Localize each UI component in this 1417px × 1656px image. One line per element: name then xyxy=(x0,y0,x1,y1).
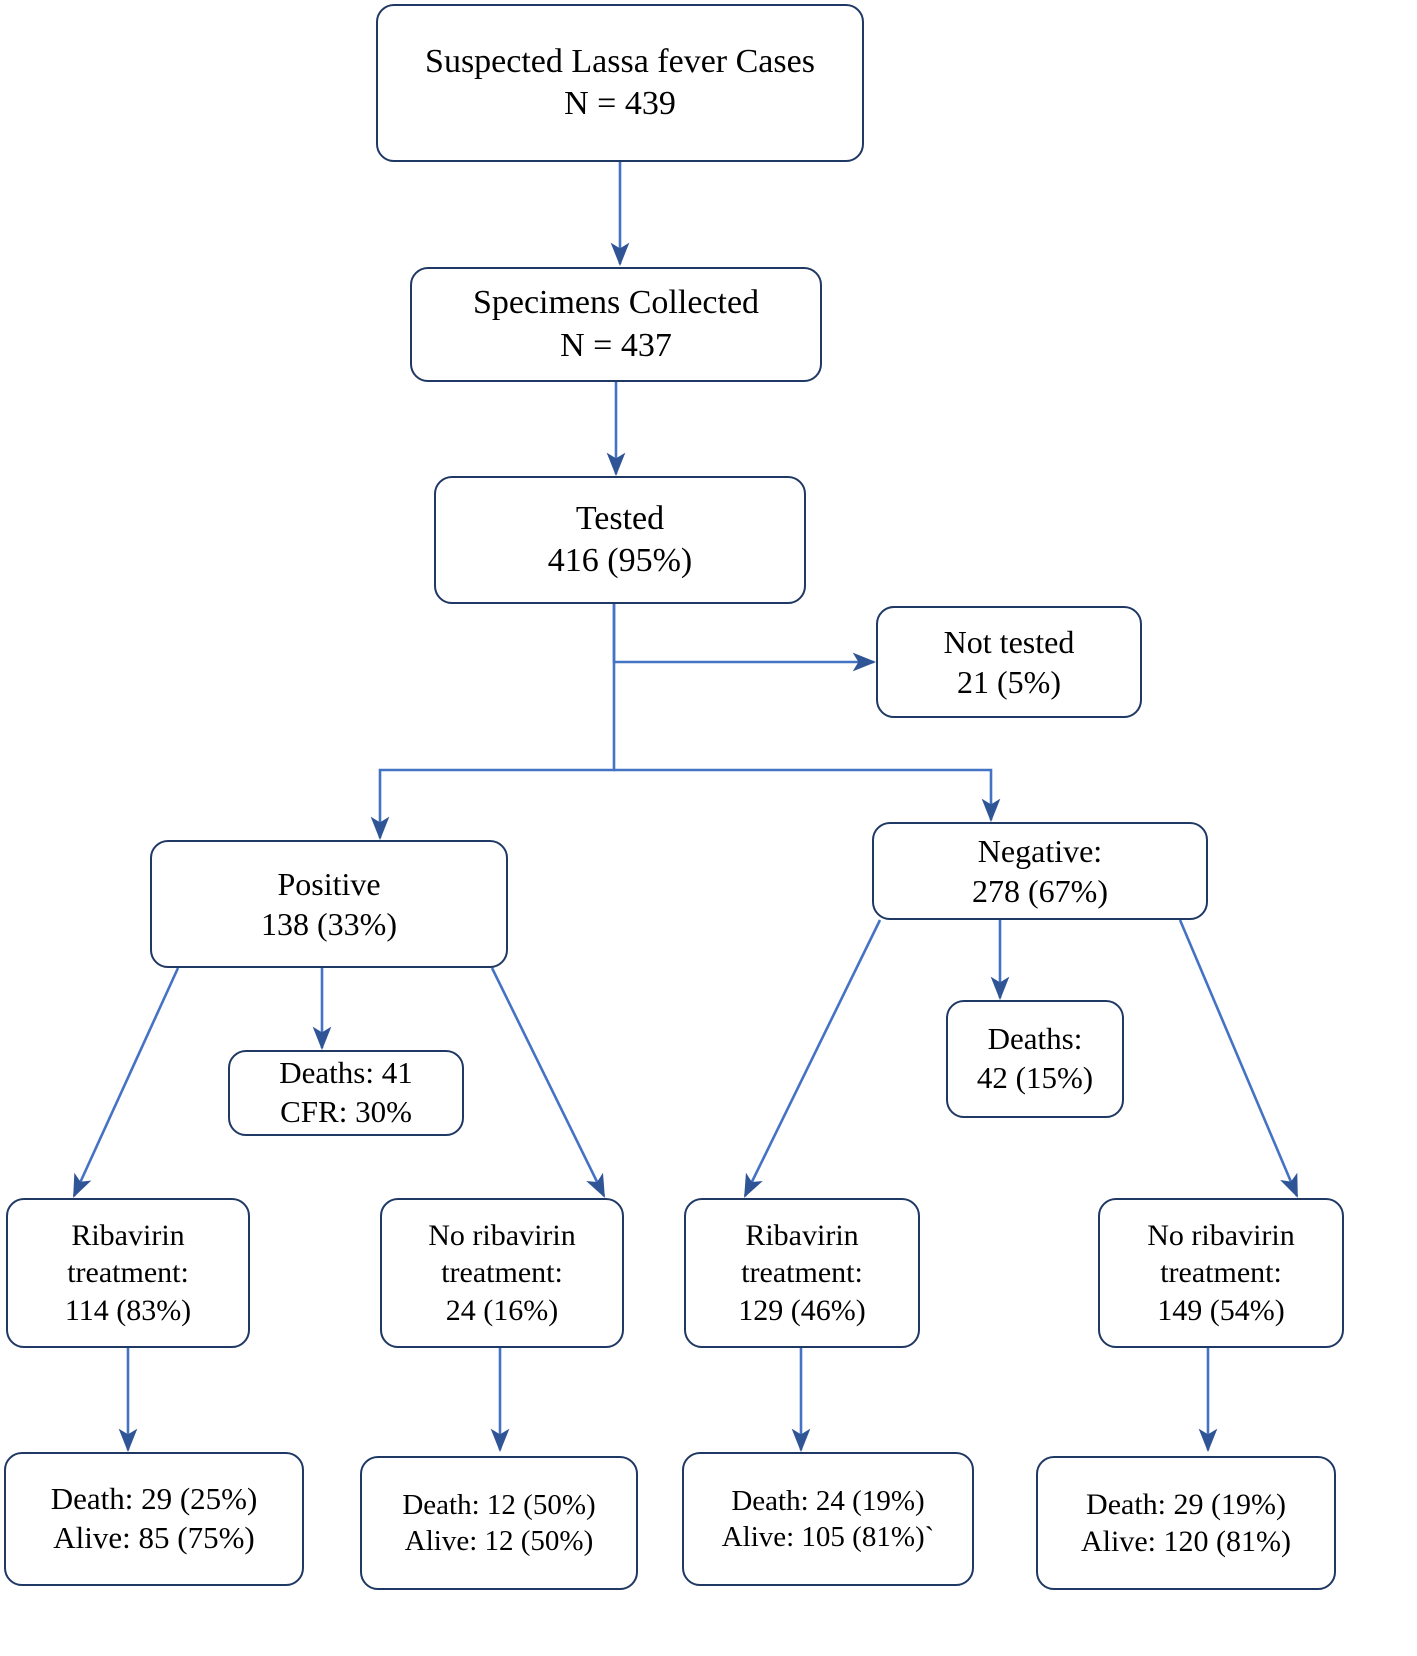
node-specimens-collected[interactable]: Specimens Collected N = 437 xyxy=(410,267,822,382)
node-not-tested[interactable]: Not tested 21 (5%) xyxy=(876,606,1142,718)
node-negative-ribavirin-outcome[interactable]: Death: 24 (19%) Alive: 105 (81%)` xyxy=(682,1452,974,1586)
positive-deaths-line-2: CFR: 30% xyxy=(280,1094,412,1129)
edge-tested-nottested xyxy=(612,604,877,672)
positive-no-ribavirin-outcome-line-2: Alive: 12 (50%) xyxy=(404,1525,594,1557)
specimens-collected-line-2: N = 437 xyxy=(560,326,672,364)
positive-no-ribavirin-line-2: treatment: xyxy=(441,1256,563,1290)
positive-ribavirin-outcome-line-1: Death: 29 (25%) xyxy=(50,1481,258,1517)
negative-ribavirin-outcome-line-2: Alive: 105 (81%)` xyxy=(721,1521,935,1553)
negative-ribavirin-line-1: Ribavirin xyxy=(745,1218,859,1252)
edge-tested-negative xyxy=(614,768,1001,823)
positive-deaths-line-1: Deaths: 41 xyxy=(279,1055,413,1091)
positive-ribavirin-line-3: 114 (83%) xyxy=(64,1293,192,1327)
node-negative-ribavirin-treatment[interactable]: Ribavirin treatment: 129 (46%) xyxy=(684,1198,920,1348)
negative-no-ribavirin-line-2: treatment: xyxy=(1160,1256,1282,1290)
node-suspected-cases[interactable]: Suspected Lassa fever Cases N = 439 xyxy=(376,4,864,162)
negative-no-ribavirin-line-1: No ribavirin xyxy=(1147,1218,1295,1252)
node-positive-no-ribavirin-outcome[interactable]: Death: 12 (50%) Alive: 12 (50%) xyxy=(360,1456,638,1590)
node-positive-ribavirin-outcome[interactable]: Death: 29 (25%) Alive: 85 (75%) xyxy=(4,1452,304,1586)
node-negative-no-ribavirin-treatment[interactable]: No ribavirin treatment: 149 (54%) xyxy=(1098,1198,1344,1348)
not-tested-line-1: Not tested xyxy=(943,624,1075,660)
edge-negative-ribavirin xyxy=(743,919,882,1198)
tested-line-2: 416 (95%) xyxy=(547,542,693,579)
negative-line-2: 278 (67%) xyxy=(972,873,1108,909)
negative-ribavirin-line-3: 129 (46%) xyxy=(738,1293,866,1327)
positive-no-ribavirin-line-3: 24 (16%) xyxy=(445,1293,559,1327)
negative-line-1: Negative: xyxy=(977,833,1103,869)
positive-line-2: 138 (33%) xyxy=(261,906,397,942)
positive-ribavirin-outcome-line-2: Alive: 85 (75%) xyxy=(53,1520,255,1555)
node-negative-deaths[interactable]: Deaths: 42 (15%) xyxy=(946,1000,1124,1118)
node-positive-ribavirin-treatment[interactable]: Ribavirin treatment: 114 (83%) xyxy=(6,1198,250,1348)
positive-ribavirin-line-2: treatment: xyxy=(67,1256,189,1290)
node-positive-no-ribavirin-treatment[interactable]: No ribavirin treatment: 24 (16%) xyxy=(380,1198,624,1348)
negative-no-ribavirin-outcome-line-1: Death: 29 (19%) xyxy=(1086,1487,1286,1521)
specimens-collected-line-1: Specimens Collected xyxy=(472,284,760,321)
node-negative-no-ribavirin-outcome[interactable]: Death: 29 (19%) Alive: 120 (81%) xyxy=(1036,1456,1336,1590)
negative-no-ribavirin-outcome-line-2: Alive: 120 (81%) xyxy=(1081,1525,1291,1558)
node-tested[interactable]: Tested 416 (95%) xyxy=(434,476,806,604)
negative-ribavirin-line-2: treatment: xyxy=(741,1256,863,1290)
not-tested-line-2: 21 (5%) xyxy=(957,664,1061,700)
positive-ribavirin-line-1: Ribavirin xyxy=(71,1218,185,1252)
suspected-cases-line-1: Suspected Lassa fever Cases xyxy=(425,42,815,80)
suspected-cases-line-2: N = 439 xyxy=(564,85,676,122)
edge-negative-noribavirin xyxy=(1178,919,1299,1198)
negative-deaths-line-1: Deaths: xyxy=(987,1021,1083,1057)
positive-no-ribavirin-outcome-line-1: Death: 12 (50%) xyxy=(402,1488,596,1521)
negative-no-ribavirin-line-3: 149 (54%) xyxy=(1157,1293,1285,1327)
negative-ribavirin-outcome-line-1: Death: 24 (19%) xyxy=(731,1484,925,1517)
negative-deaths-line-2: 42 (15%) xyxy=(976,1060,1094,1095)
edge-tested-positive xyxy=(370,604,616,841)
tested-line-1: Tested xyxy=(575,499,665,537)
edge-positive-ribavirin xyxy=(72,967,180,1198)
node-positive[interactable]: Positive 138 (33%) xyxy=(150,840,508,968)
node-negative[interactable]: Negative: 278 (67%) xyxy=(872,822,1208,920)
positive-no-ribavirin-line-1: No ribavirin xyxy=(428,1218,576,1252)
edge-positive-noribavirin xyxy=(490,967,606,1198)
node-positive-deaths[interactable]: Deaths: 41 CFR: 30% xyxy=(228,1050,464,1136)
positive-line-1: Positive xyxy=(277,866,381,902)
